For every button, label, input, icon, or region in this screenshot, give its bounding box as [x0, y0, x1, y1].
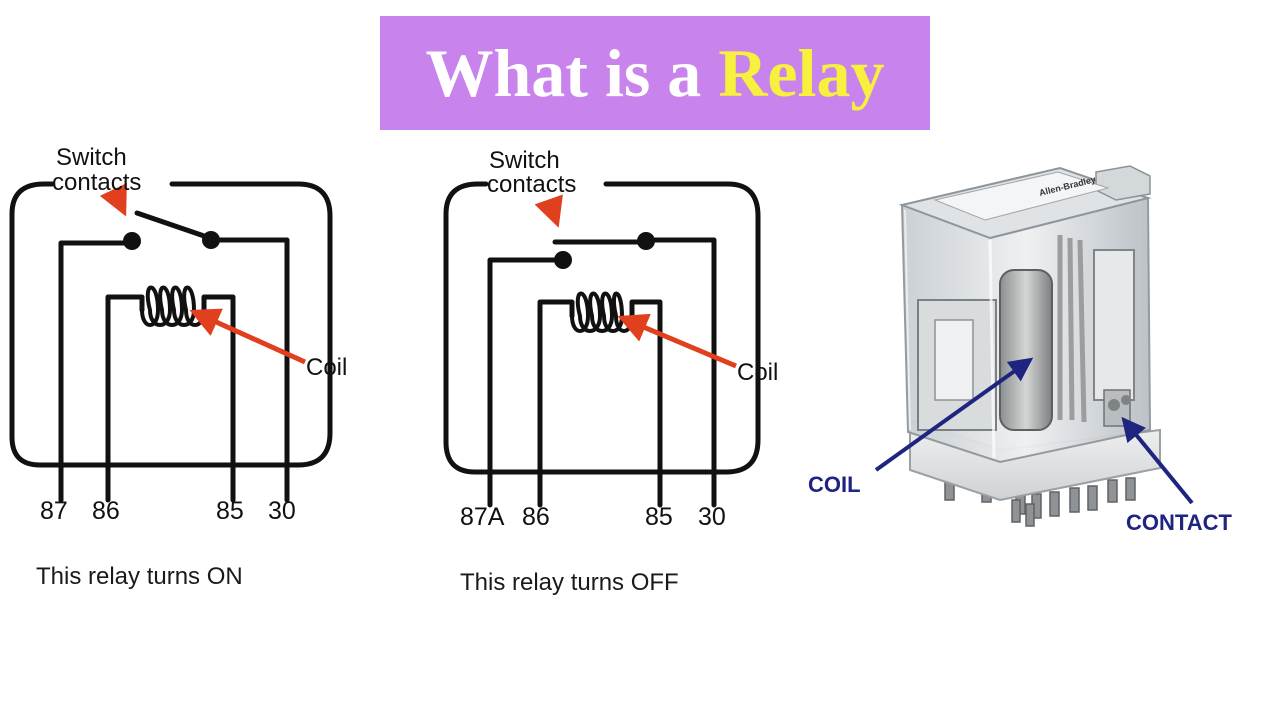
relay-label-plate	[933, 171, 1110, 221]
page-title: What is a Relay	[425, 39, 884, 107]
title-banner-bg	[380, 16, 930, 130]
switch-blade	[134, 210, 213, 241]
terminal-label: 87	[40, 497, 68, 525]
outer-loop-wire	[443, 181, 761, 475]
relay-off-diagram	[443, 181, 761, 508]
terminal-86-wire	[105, 294, 145, 503]
terminal-87-wire	[58, 240, 133, 503]
coil-arrow-icon	[617, 313, 737, 369]
terminal-label: 86	[522, 503, 550, 531]
contact-callout-arrow-icon	[1121, 416, 1194, 505]
switch-contacts-label-line1: Switch	[56, 144, 127, 171]
outer-loop-wire	[9, 181, 333, 468]
relay-contact-point	[1108, 399, 1120, 411]
terminal-label: 30	[698, 503, 726, 531]
relay-contact-stack	[1093, 249, 1135, 401]
terminal-label: 87A	[460, 503, 505, 531]
relay-coil-body	[999, 269, 1053, 431]
coil-callout-arrow-icon	[874, 357, 1034, 472]
relay-spring-wires	[1057, 235, 1087, 423]
switch-contacts-label-line2: contacts	[52, 169, 141, 196]
switch-contacts-label-line2: contacts	[487, 171, 576, 198]
title-banner: What is a Relay	[380, 16, 930, 130]
relay-glass-highlight	[904, 209, 911, 431]
relay-frame-window	[934, 319, 974, 401]
title-prefix: What is a	[425, 35, 719, 111]
relay-contact-point	[1121, 395, 1131, 405]
relay-glass-highlight	[988, 239, 996, 459]
coil-arrow-icon	[189, 308, 307, 365]
relay-illustration: Allen-Bradley	[898, 165, 1161, 527]
contact-dot-30	[637, 232, 655, 250]
coil-winding	[140, 285, 206, 327]
terminal-30-wire	[644, 237, 717, 508]
switch-arrow-icon	[99, 182, 127, 217]
contact-callout-label: CONTACT	[1126, 510, 1232, 535]
title-highlight: Relay	[718, 35, 885, 111]
contact-dot-30	[202, 231, 220, 249]
terminal-85-wire	[201, 294, 236, 503]
coil-label: Coil	[737, 359, 778, 386]
switch-contacts-label-line1: Switch	[489, 147, 560, 174]
coil-winding	[570, 291, 634, 333]
terminal-85-wire	[629, 299, 663, 508]
contact-dot-87	[123, 232, 141, 250]
contact-dot-87a	[554, 251, 572, 269]
terminal-label: 30	[268, 497, 296, 525]
terminal-87a-wire	[487, 257, 565, 508]
terminal-86-wire	[537, 299, 575, 508]
terminal-30-wire	[210, 237, 290, 503]
relay-pins	[944, 477, 1136, 527]
switch-arrow-icon	[534, 194, 563, 228]
coil-callout-label: COIL	[808, 472, 861, 497]
caption-off: This relay turns OFF	[460, 569, 679, 596]
caption-on: This relay turns ON	[36, 563, 243, 590]
terminal-label: 85	[645, 503, 673, 531]
terminal-label: 85	[216, 497, 244, 525]
relay-on-diagram	[9, 181, 333, 503]
terminal-label: 86	[92, 497, 120, 525]
coil-label: Coil	[306, 354, 347, 381]
